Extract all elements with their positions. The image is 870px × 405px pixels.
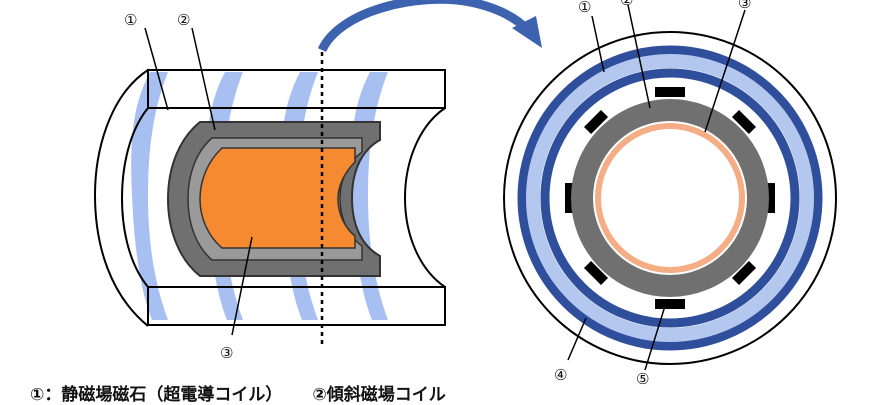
view-arrow <box>317 0 542 53</box>
bore-right-end <box>403 107 446 288</box>
leader-side-1 <box>144 27 169 111</box>
cross-section: ① ② ③ ④ ⑤ <box>503 0 837 388</box>
bore <box>602 130 738 266</box>
static-coil-ring-outer <box>517 45 823 351</box>
static-coil-ring-light <box>526 54 814 342</box>
shim-left <box>565 183 575 213</box>
shim-top <box>655 87 685 97</box>
rf-coil-side <box>199 147 356 249</box>
legend-caption: ①：静磁場磁石（超電導コイル） ②傾斜磁場コイル <box>30 380 476 405</box>
leader-cross-3 <box>704 9 746 133</box>
rf-coil-ring <box>595 123 745 273</box>
arrow-head <box>512 16 542 48</box>
bottom-plate <box>147 286 446 326</box>
leader-cross-4 <box>567 317 587 361</box>
legend-item-2: ②傾斜磁場コイル <box>312 385 446 405</box>
label-cross-2: ② <box>620 0 633 9</box>
arrow-shaft <box>317 0 532 53</box>
shim-bottom-right <box>731 260 757 286</box>
shim-bottom <box>655 299 685 309</box>
gradient-coil-ring <box>571 99 769 297</box>
coil-arc-4 <box>351 72 388 320</box>
label-cross-5: ⑤ <box>636 370 649 388</box>
coil-arc-1 <box>131 72 168 320</box>
label-cross-3: ③ <box>738 0 751 12</box>
label-cross-4: ④ <box>554 366 567 384</box>
leader-cross-2 <box>627 4 651 109</box>
shim-right <box>765 183 775 213</box>
side-view: ① ② ③ <box>93 11 446 362</box>
label-side-2: ② <box>177 11 190 29</box>
shim-top-left <box>583 109 609 135</box>
label-cross-1: ① <box>578 0 591 16</box>
static-coil-ring-inner <box>540 68 800 328</box>
bore-inner-curve <box>120 107 149 288</box>
leader-side-3 <box>231 236 253 336</box>
shim-blocks <box>565 87 775 309</box>
shim-top-right <box>731 109 757 135</box>
legend-item-1: ①：静磁場磁石（超電導コイル） <box>30 385 283 405</box>
leader-cross-1 <box>591 15 605 73</box>
top-plate <box>147 69 446 109</box>
leader-side-2 <box>191 27 216 131</box>
label-side-1: ① <box>124 11 137 29</box>
leader-cross-5 <box>644 305 666 371</box>
label-side-3: ③ <box>220 344 233 362</box>
shim-bottom-left <box>583 260 609 286</box>
